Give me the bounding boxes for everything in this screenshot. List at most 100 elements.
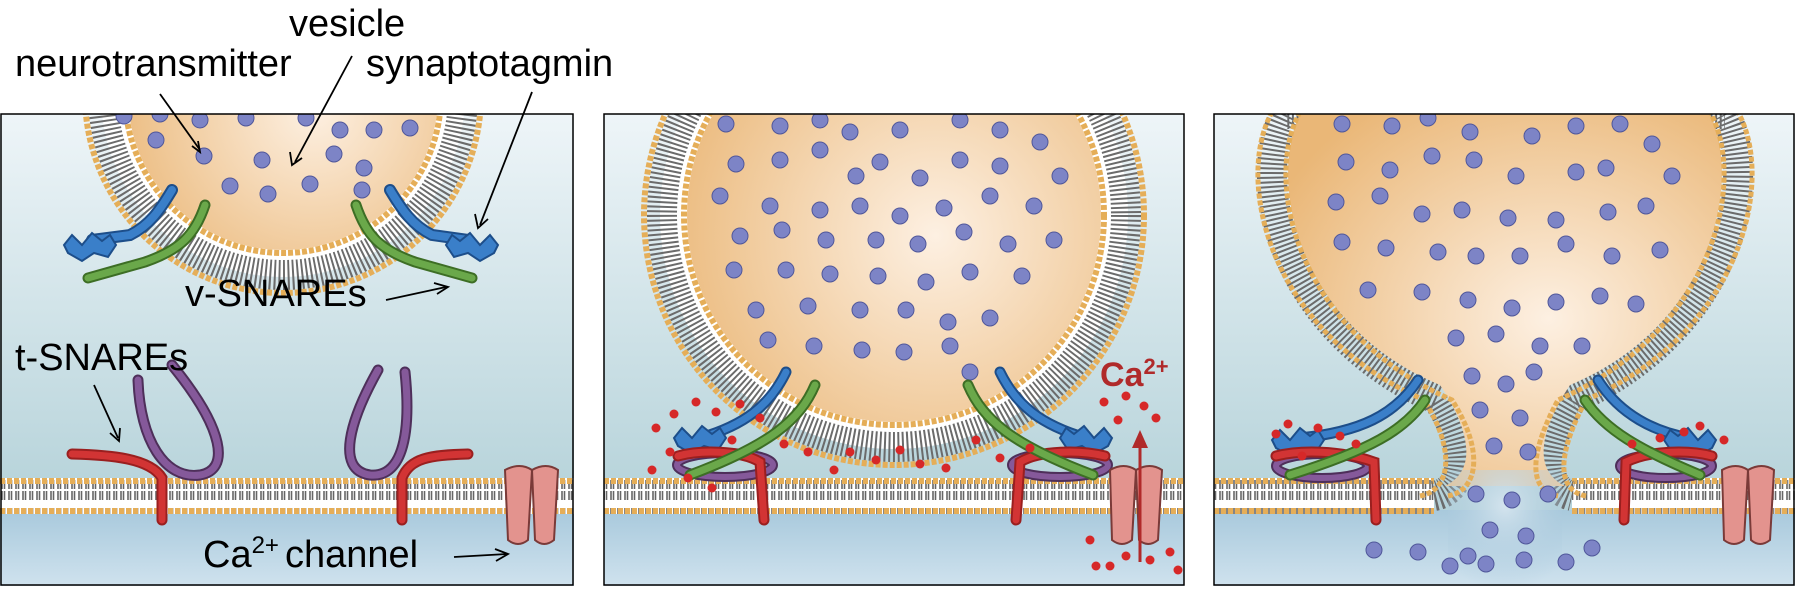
neurotransmitter — [759, 331, 777, 349]
calcium-ion — [1091, 561, 1101, 571]
neurotransmitter — [1327, 193, 1345, 211]
panel-docking — [0, 114, 574, 586]
neurotransmitter — [1013, 267, 1031, 285]
synaptic-cleft — [0, 510, 574, 586]
calcium-ion — [1313, 423, 1323, 433]
neurotransmitter — [1031, 133, 1049, 151]
plasma-membrane — [0, 478, 574, 514]
vesicle-label: vesicle — [289, 3, 405, 45]
calcium-ion — [871, 455, 881, 465]
calcium-ion — [915, 459, 925, 469]
calcium-ion-group — [647, 391, 1183, 575]
neurotransmitter — [799, 297, 817, 315]
neurotransmitter — [981, 187, 999, 205]
neurotransmitter — [1503, 299, 1521, 317]
neurotransmitter — [1547, 211, 1565, 229]
neurotransmitter — [1517, 527, 1535, 545]
neurotransmitter — [771, 117, 789, 135]
snare-complex-left — [672, 366, 821, 526]
calcium-influx-arrow — [1132, 430, 1148, 562]
neurotransmitter — [811, 114, 829, 129]
calcium-ion — [1025, 443, 1035, 453]
neurotransmitter — [895, 343, 913, 361]
neurotransmitter — [777, 261, 795, 279]
neurotransmitter — [951, 114, 969, 129]
calcium-ion — [707, 483, 717, 493]
panel-fusion-pore — [1214, 114, 1795, 586]
panel-fusion-pore-frame — [1213, 113, 1795, 586]
v-snares-label: v-SNAREs — [185, 273, 367, 315]
neurotransmitter — [1599, 203, 1617, 221]
neurotransmitter — [1499, 209, 1517, 227]
calcium-ion — [1719, 435, 1729, 445]
neurotransmitter — [727, 155, 745, 173]
neurotransmitter — [891, 121, 909, 139]
calcium-ion — [1139, 401, 1149, 411]
neurotransmitter — [1409, 543, 1427, 561]
neurotransmitter-label: neurotransmitter — [15, 43, 292, 85]
neurotransmitter — [1651, 241, 1669, 259]
neurotransmitter — [911, 169, 929, 187]
neurotransmitter — [961, 263, 979, 281]
neurotransmitter — [1591, 287, 1609, 305]
neurotransmitter — [731, 227, 749, 245]
snare-complex-right — [1579, 374, 1718, 526]
neurotransmitter — [851, 197, 869, 215]
calcium-ion-label: Ca2+ — [1100, 354, 1169, 394]
calcium-ion — [735, 399, 745, 409]
neurotransmitter — [1441, 557, 1459, 575]
neurotransmitter — [1547, 293, 1565, 311]
neurotransmitter — [869, 267, 887, 285]
calcium-ion — [1271, 429, 1281, 439]
t-snare-red — [66, 448, 474, 526]
calcium-ion — [669, 409, 679, 419]
calcium-ion — [845, 447, 855, 457]
neurotransmitter — [851, 301, 869, 319]
neurotransmitter — [1539, 485, 1557, 503]
calcium-ion — [1283, 419, 1293, 429]
neurotransmitter — [1567, 117, 1585, 135]
neurotransmitter — [1423, 147, 1441, 165]
neurotransmitter — [941, 337, 959, 355]
calcium-ion — [665, 447, 675, 457]
neurotransmitter — [1531, 337, 1549, 355]
neurotransmitter — [961, 363, 979, 381]
neurotransmitter — [355, 159, 373, 177]
neurotransmitter — [115, 114, 133, 125]
neurotransmitter — [237, 114, 255, 127]
neurotransmitter — [1381, 161, 1399, 179]
calcium-ion — [1105, 561, 1115, 571]
neurotransmitter — [1467, 485, 1485, 503]
neurotransmitter — [147, 131, 165, 149]
calcium-ion — [1121, 391, 1131, 401]
neurotransmitter — [1497, 375, 1515, 393]
neurotransmitter — [1627, 295, 1645, 313]
neurotransmitter — [1611, 115, 1629, 133]
neurotransmitter — [811, 201, 829, 219]
annotation-pointers — [93, 55, 533, 562]
v-snare — [82, 199, 478, 284]
calcium-ion — [651, 423, 661, 433]
calcium-ion — [711, 407, 721, 417]
neurotransmitter — [353, 181, 371, 199]
neurotransmitter — [1459, 291, 1477, 309]
neurotransmitter — [955, 223, 973, 241]
neurotransmitter — [951, 151, 969, 169]
neurotransmitter — [1485, 437, 1503, 455]
neurotransmitter — [1333, 115, 1351, 133]
neurotransmitter — [1333, 233, 1351, 251]
calcium-ion — [1151, 413, 1161, 423]
neurotransmitter — [1597, 159, 1615, 177]
neurotransmitter — [771, 151, 789, 169]
calcium-ion — [1145, 555, 1155, 565]
calcium-channel — [1720, 465, 1776, 545]
neurotransmitter — [1519, 443, 1537, 461]
calcium-ion — [803, 447, 813, 457]
neurotransmitter — [1025, 197, 1043, 215]
calcium-ion — [1627, 439, 1637, 449]
neurotransmitter — [1603, 247, 1621, 265]
calcium-ion — [1351, 439, 1361, 449]
neurotransmitter — [871, 153, 889, 171]
neurotransmitter — [253, 151, 271, 169]
